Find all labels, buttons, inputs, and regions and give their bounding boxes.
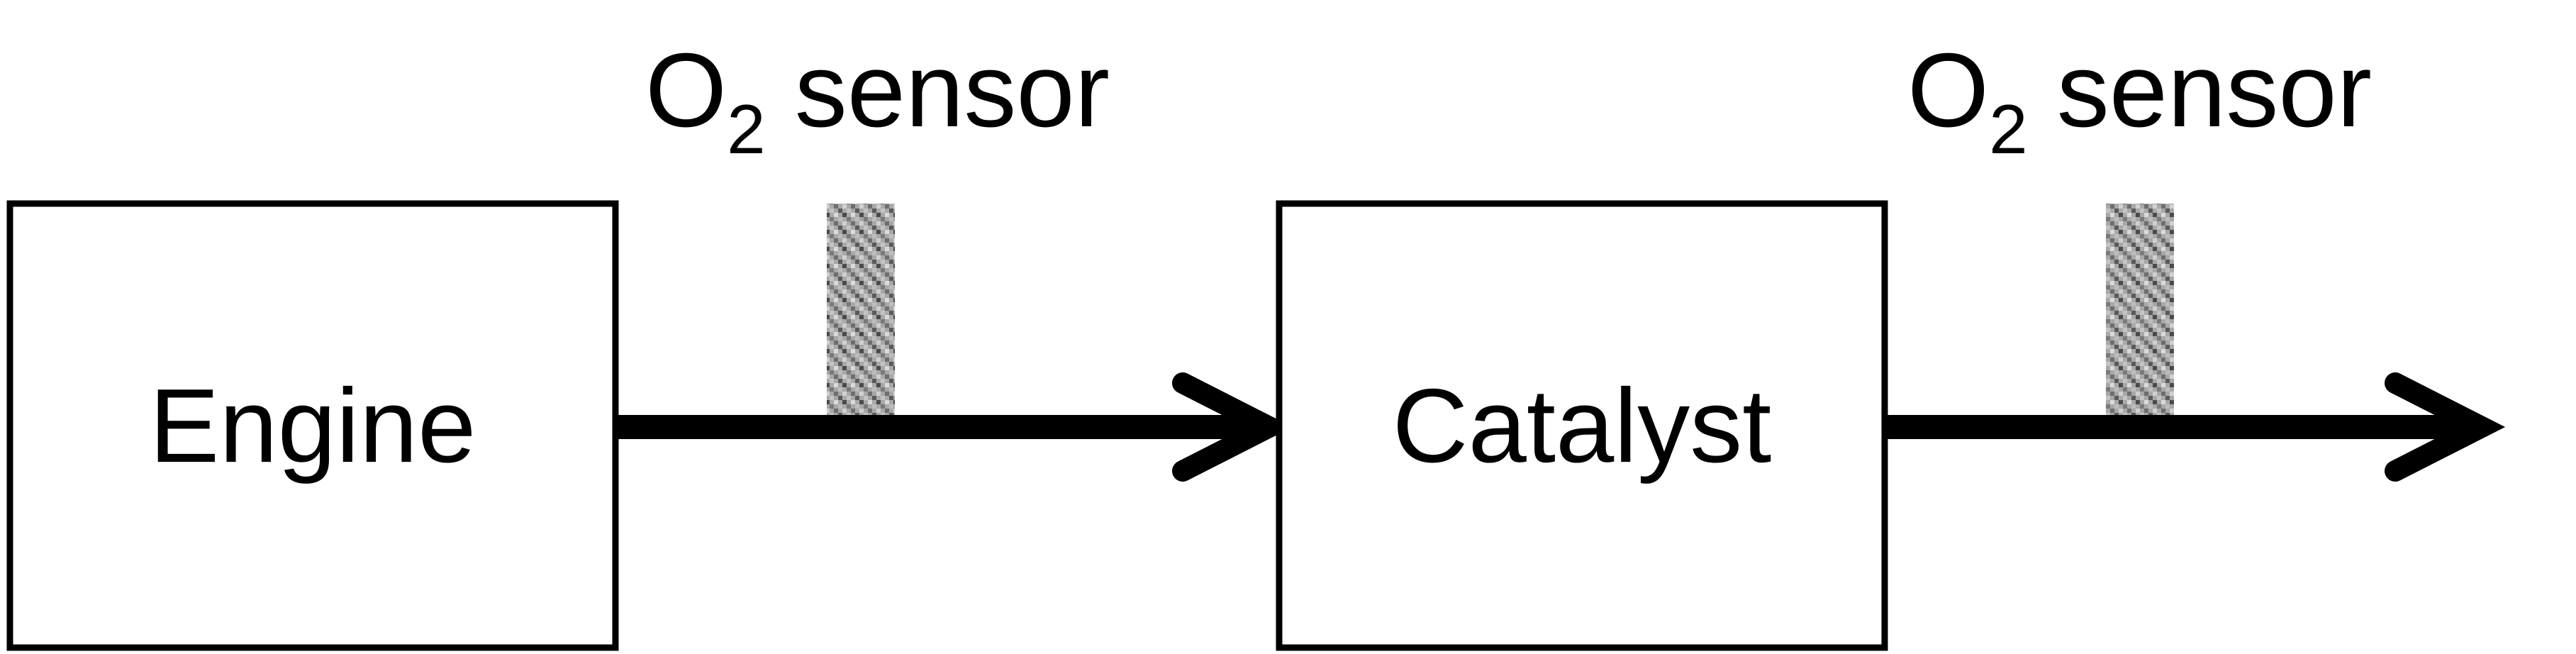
downstream-o2-sensor-label-main: O [1907, 32, 1989, 149]
engine-label: Engine [150, 367, 476, 484]
upstream-o2-sensor-label: O2 sensor [645, 32, 1110, 168]
catalyst-label: Catalyst [1393, 367, 1772, 484]
upstream-o2-sensor-label-main: O [645, 32, 727, 149]
upstream-o2-sensor [827, 204, 895, 415]
arrow-head-2 [2385, 372, 2506, 482]
downstream-o2-sensor-label: O2 sensor [1907, 32, 2372, 168]
upstream-o2-sensor-label-rest: sensor [766, 32, 1110, 149]
engine-block: Engine [6, 200, 619, 651]
downstream-o2-sensor [2106, 204, 2174, 415]
catalyst-block: Catalyst [1276, 200, 1888, 651]
upstream-o2-sensor-label-subscript: 2 [727, 90, 766, 168]
downstream-o2-sensor-label-subscript: 2 [1989, 90, 2028, 168]
arrow-head-1 [1172, 372, 1293, 482]
downstream-o2-sensor-label-rest: sensor [2028, 32, 2372, 149]
